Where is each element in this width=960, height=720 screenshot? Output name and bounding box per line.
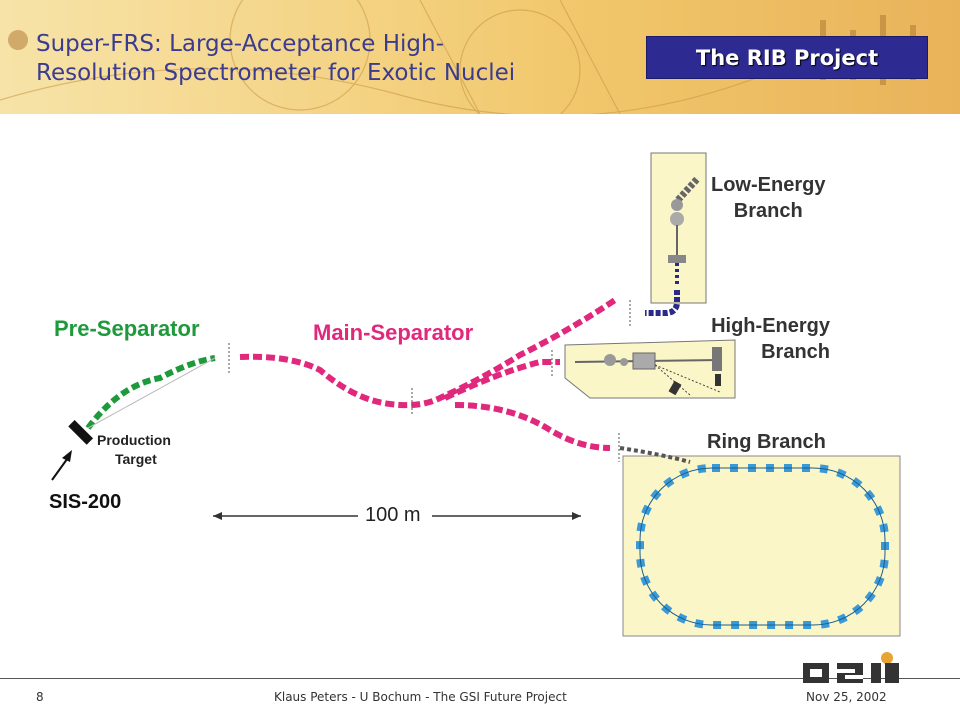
footer-date: Nov 25, 2002	[806, 690, 887, 704]
production-target-label: Production Target	[97, 431, 171, 469]
production-target-line-2: Target	[115, 451, 157, 467]
low-energy-area	[645, 152, 707, 316]
ring-area	[622, 455, 901, 637]
footer-center-text: Klaus Peters - U Bochum - The GSI Future…	[274, 690, 567, 704]
pre-separator-beamline	[85, 355, 216, 430]
super-frs-diagram	[51, 152, 901, 637]
high-energy-line-2: Branch	[761, 341, 830, 363]
production-target-line-1: Production	[97, 432, 171, 448]
scale-bar	[213, 512, 581, 520]
scale-label: 100 m	[365, 504, 421, 526]
main-separator-label: Main-Separator	[313, 320, 474, 345]
high-energy-branch-label: High-Energy Branch	[690, 313, 830, 365]
title-line-1: Super-FRS: Large-Acceptance High-	[36, 31, 444, 57]
page-title: Super-FRS: Large-Acceptance High- Resolu…	[36, 30, 636, 88]
pre-separator-label: Pre-Separator	[54, 316, 200, 341]
gsi-logo	[803, 652, 899, 683]
project-badge: The RIB Project	[646, 36, 928, 79]
low-energy-line-2: Branch	[733, 200, 803, 222]
focal-plane-markers	[228, 300, 631, 462]
footer-divider	[0, 678, 960, 679]
header-banner: Super-FRS: Large-Acceptance High- Resolu…	[0, 0, 960, 114]
production-target	[51, 419, 94, 481]
low-energy-branch-label: Low-Energy Branch	[711, 172, 825, 224]
high-energy-line-1: High-Energy	[711, 315, 830, 337]
ring-branch-label: Ring Branch	[707, 431, 826, 453]
low-energy-line-1: Low-Energy	[711, 174, 826, 196]
main-separator-beamline	[239, 297, 691, 464]
slide-number: 8	[36, 690, 44, 704]
title-line-2: Resolution Spectrometer for Exotic Nucle…	[36, 60, 516, 86]
sis-label: SIS-200	[49, 491, 122, 513]
high-energy-area	[564, 339, 736, 399]
